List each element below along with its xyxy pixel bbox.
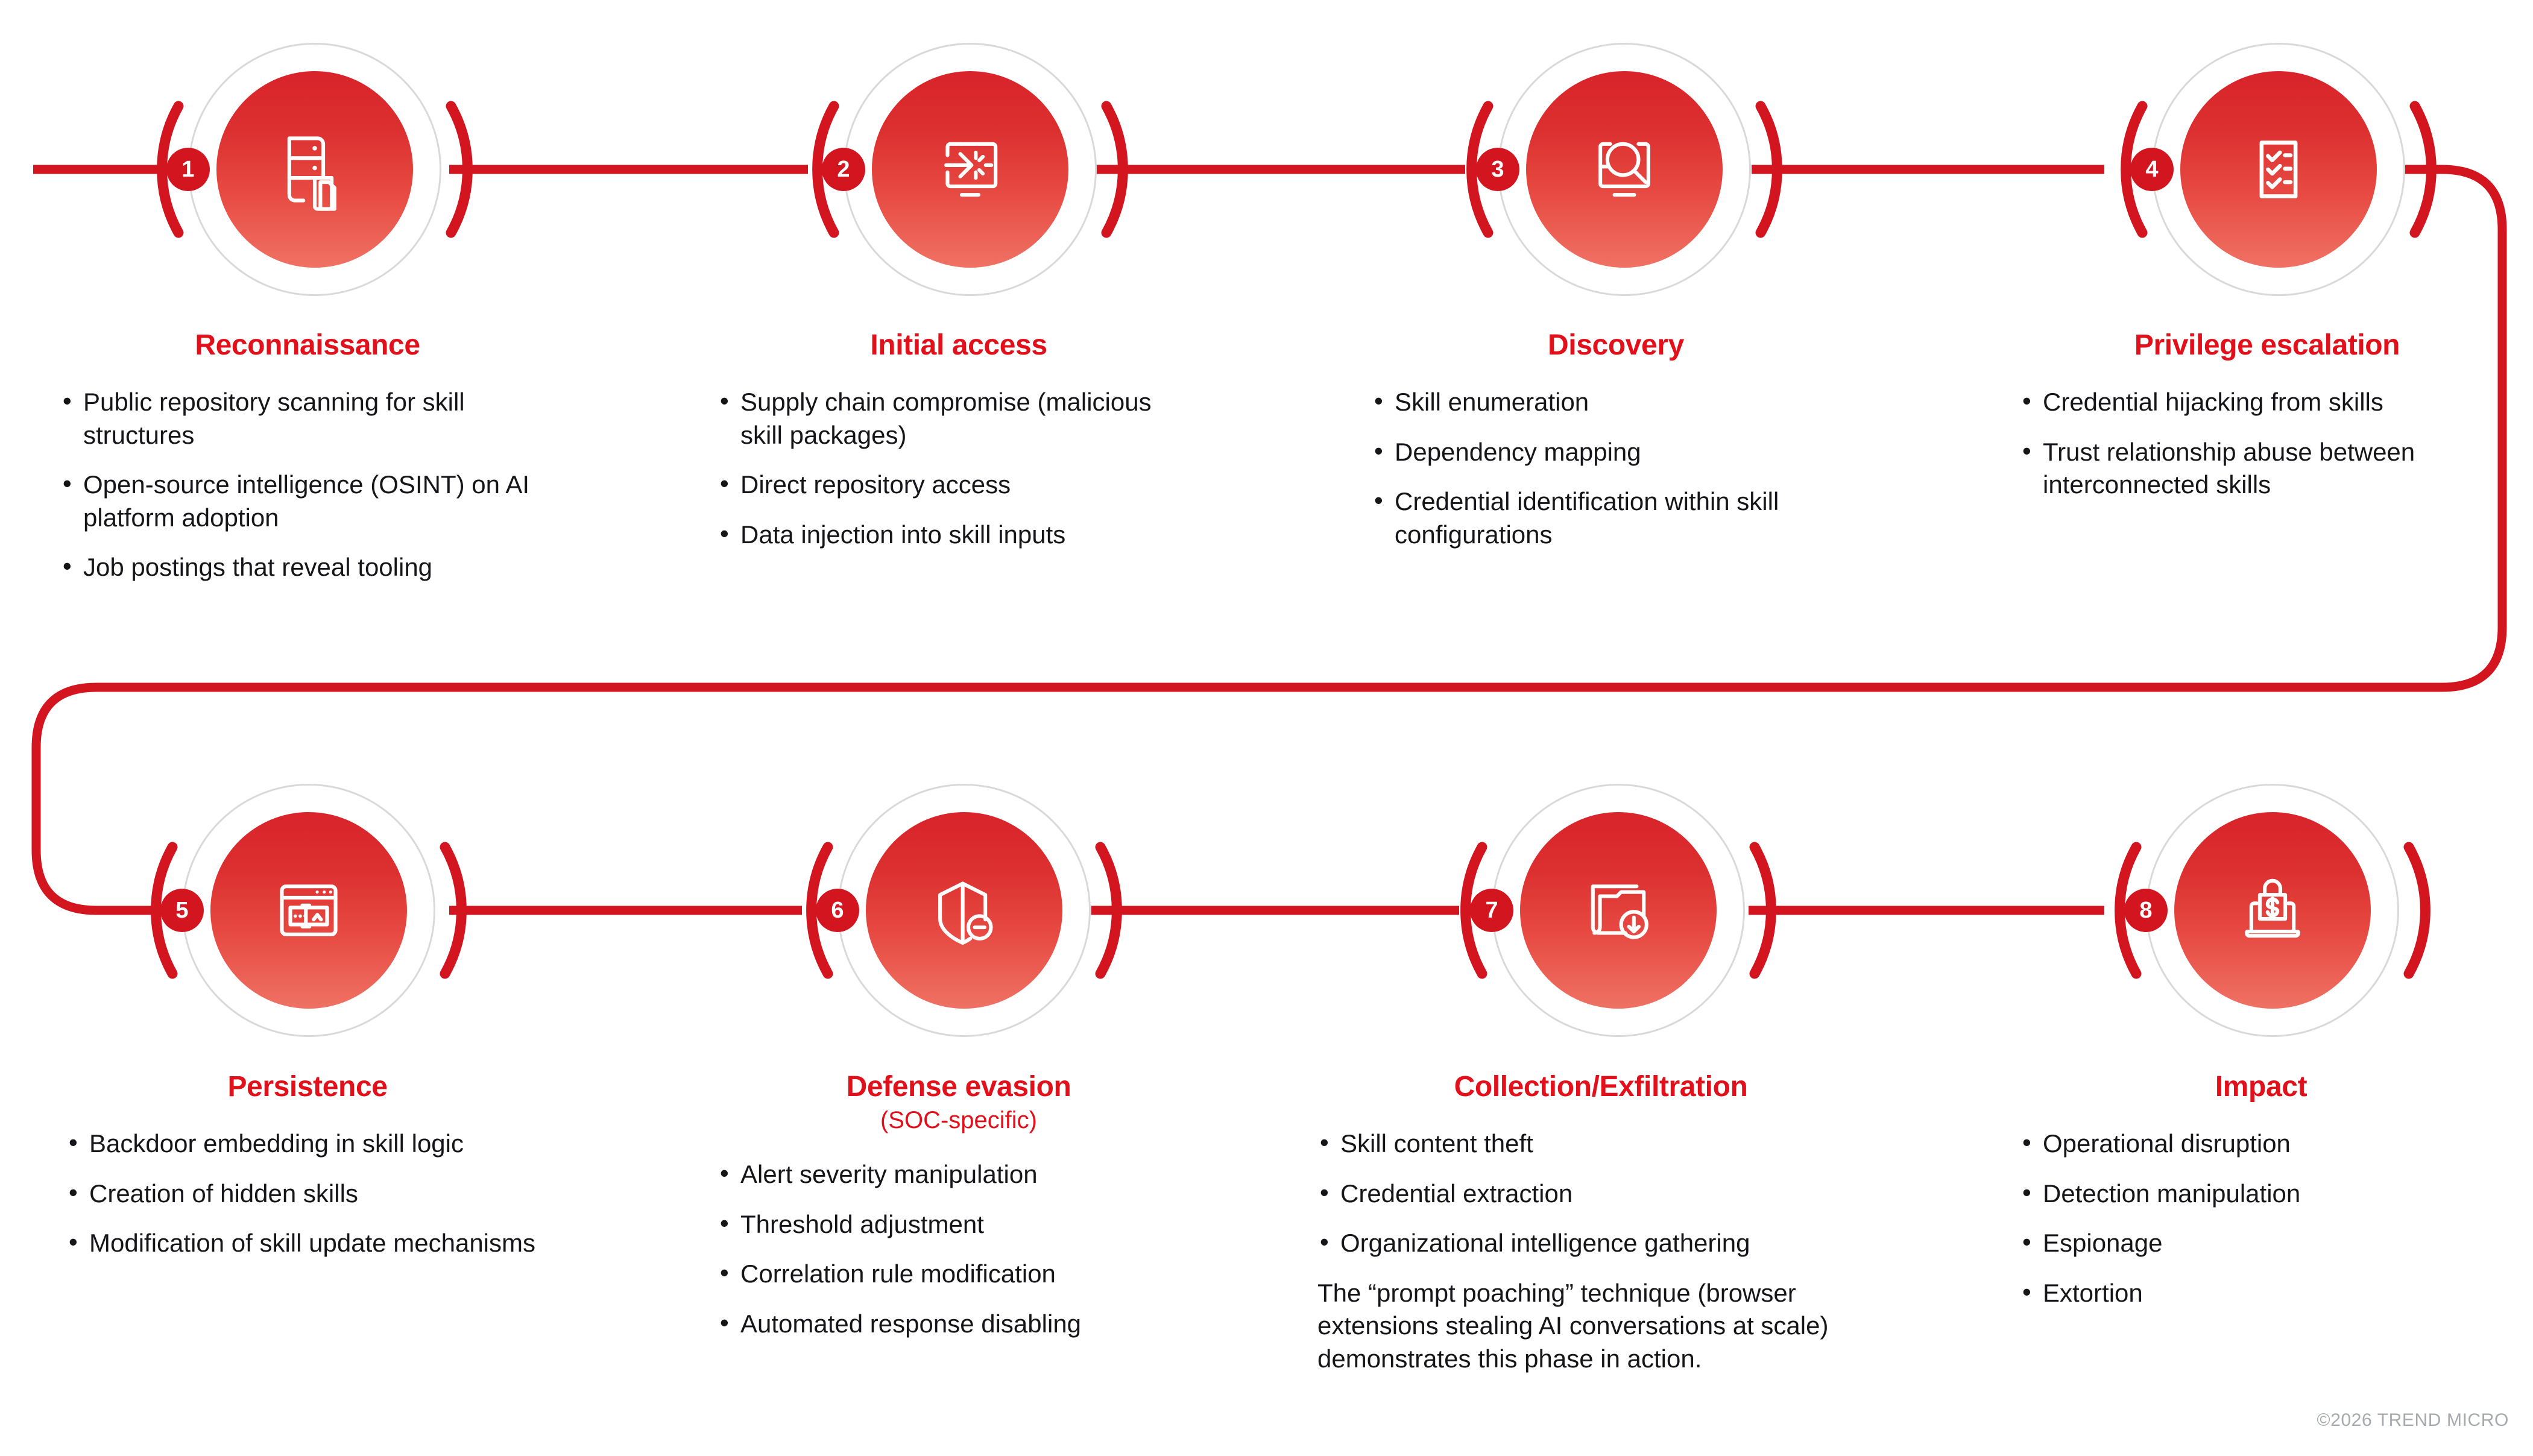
stage-title: Defense evasion — [846, 1071, 1071, 1103]
stage-number-badge: 4 — [2130, 148, 2174, 191]
list-item: Correlation rule modification — [718, 1256, 1200, 1291]
stage-text-7: Collection/Exfiltration Skill content th… — [1317, 1070, 1884, 1376]
stage-title: Persistence — [227, 1071, 388, 1103]
stage-note: The “prompt poaching” technique (browser… — [1317, 1278, 1829, 1373]
stage-bullets: Backdoor embedding in skill logic Creati… — [66, 1126, 549, 1260]
stage-node-3[interactable]: 3 — [1476, 43, 1751, 296]
stage-node-5[interactable]: 5 — [160, 784, 435, 1037]
list-item: Extortion — [2020, 1276, 2502, 1310]
monitor-arrow-in-icon — [944, 142, 998, 197]
stage-bullets: Skill enumeration Dependency mapping Cre… — [1372, 385, 1860, 551]
checklist-icon — [2259, 140, 2298, 198]
list-item: Credential identification within skill c… — [1372, 484, 1860, 551]
stage-number-badge: 5 — [160, 889, 204, 932]
list-item: Alert severity manipulation — [718, 1157, 1200, 1191]
list-item: Skill content theft — [1317, 1126, 1884, 1161]
stage-node-1[interactable]: 1 — [166, 43, 441, 296]
list-item: Open-source intelligence (OSINT) on AI p… — [60, 467, 555, 534]
list-item: Espionage — [2020, 1226, 2502, 1260]
server-document-icon — [287, 136, 336, 211]
node-disc — [1520, 812, 1717, 1009]
list-item: Creation of hidden skills — [66, 1176, 549, 1211]
stage-bullets: Credential hijacking from skills Trust r… — [2020, 385, 2514, 502]
list-item: Skill enumeration — [1372, 385, 1860, 419]
stage-text-5: Persistence Backdoor embedding in skill … — [66, 1070, 549, 1277]
stage-title: Collection/Exfiltration — [1454, 1071, 1748, 1103]
stage-text-2: Initial access Supply chain compromise (… — [718, 329, 1200, 568]
stage-text-3: Discovery Skill enumeration Dependency m… — [1372, 329, 1860, 568]
stage-subtitle: (SOC-specific) — [880, 1107, 1038, 1133]
stage-number-badge: 2 — [822, 148, 865, 191]
list-item: Credential hijacking from skills — [2020, 385, 2514, 419]
stage-number-badge: 1 — [166, 148, 210, 191]
stage-number-badge: 7 — [1470, 889, 1513, 932]
stage-node-8[interactable]: 8 — [2124, 784, 2399, 1037]
stage-node-6[interactable]: 6 — [816, 784, 1091, 1037]
stage-bullets: Skill content theft Credential extractio… — [1317, 1126, 1884, 1260]
node-disc — [216, 71, 413, 268]
node-disc — [2180, 71, 2377, 268]
list-item: Public repository scanning for skill str… — [60, 385, 555, 452]
stage-number-badge: 3 — [1476, 148, 1519, 191]
stage-bullets: Operational disruption Detection manipul… — [2020, 1126, 2502, 1310]
monitor-magnifier-icon — [1598, 142, 1650, 197]
laptop-ransom-lock-icon — [2245, 878, 2300, 938]
list-item: Operational disruption — [2020, 1126, 2502, 1161]
stage-title: Discovery — [1548, 329, 1684, 361]
list-item: Trust relationship abuse between interco… — [2020, 435, 2514, 502]
list-item: Automated response disabling — [718, 1306, 1200, 1341]
stage-number-badge: 8 — [2124, 889, 2168, 932]
stage-bullets: Supply chain compromise (malicious skill… — [718, 385, 1200, 552]
stage-number-badge: 6 — [816, 889, 859, 932]
list-item: Modification of skill update mechanisms — [66, 1226, 549, 1260]
stage-title: Initial access — [870, 329, 1047, 361]
stage-bullets: Alert severity manipulation Threshold ad… — [718, 1157, 1200, 1341]
stage-node-4[interactable]: 4 — [2130, 43, 2405, 296]
list-item: Threshold adjustment — [718, 1207, 1200, 1241]
list-item: Credential extraction — [1317, 1176, 1884, 1211]
list-item: Backdoor embedding in skill logic — [66, 1126, 549, 1161]
browser-password-field-icon — [280, 884, 338, 936]
list-item: Job postings that reveal tooling — [60, 550, 555, 584]
stage-text-8: Impact Operational disruption Detection … — [2020, 1070, 2502, 1326]
copyright-notice: ©2026 TREND MICRO — [2317, 1410, 2509, 1430]
stage-title: Impact — [2215, 1071, 2307, 1103]
stage-node-2[interactable]: 2 — [822, 43, 1097, 296]
shield-minus-icon — [938, 881, 993, 945]
stage-text-1: Reconnaissance Public repository scannin… — [60, 329, 555, 601]
stage-text-4: Privilege escalation Credential hijackin… — [2020, 329, 2514, 518]
node-disc — [872, 71, 1068, 268]
list-item: Detection manipulation — [2020, 1176, 2502, 1211]
list-item: Direct repository access — [718, 467, 1200, 502]
stage-title: Privilege escalation — [2134, 329, 2400, 361]
list-item: Data injection into skill inputs — [718, 517, 1200, 552]
stage-text-6: Defense evasion (SOC-specific) Alert sev… — [718, 1070, 1200, 1357]
node-disc — [866, 812, 1062, 1009]
node-disc — [210, 812, 407, 1009]
node-disc — [2174, 812, 2371, 1009]
folder-download-icon — [1591, 884, 1648, 939]
stage-bullets: Public repository scanning for skill str… — [60, 385, 555, 584]
list-item: Organizational intelligence gathering — [1317, 1226, 1884, 1260]
list-item: Supply chain compromise (malicious skill… — [718, 385, 1200, 452]
node-disc — [1526, 71, 1723, 268]
list-item: Dependency mapping — [1372, 435, 1860, 469]
stage-node-7[interactable]: 7 — [1470, 784, 1745, 1037]
stage-title: Reconnaissance — [195, 329, 420, 361]
